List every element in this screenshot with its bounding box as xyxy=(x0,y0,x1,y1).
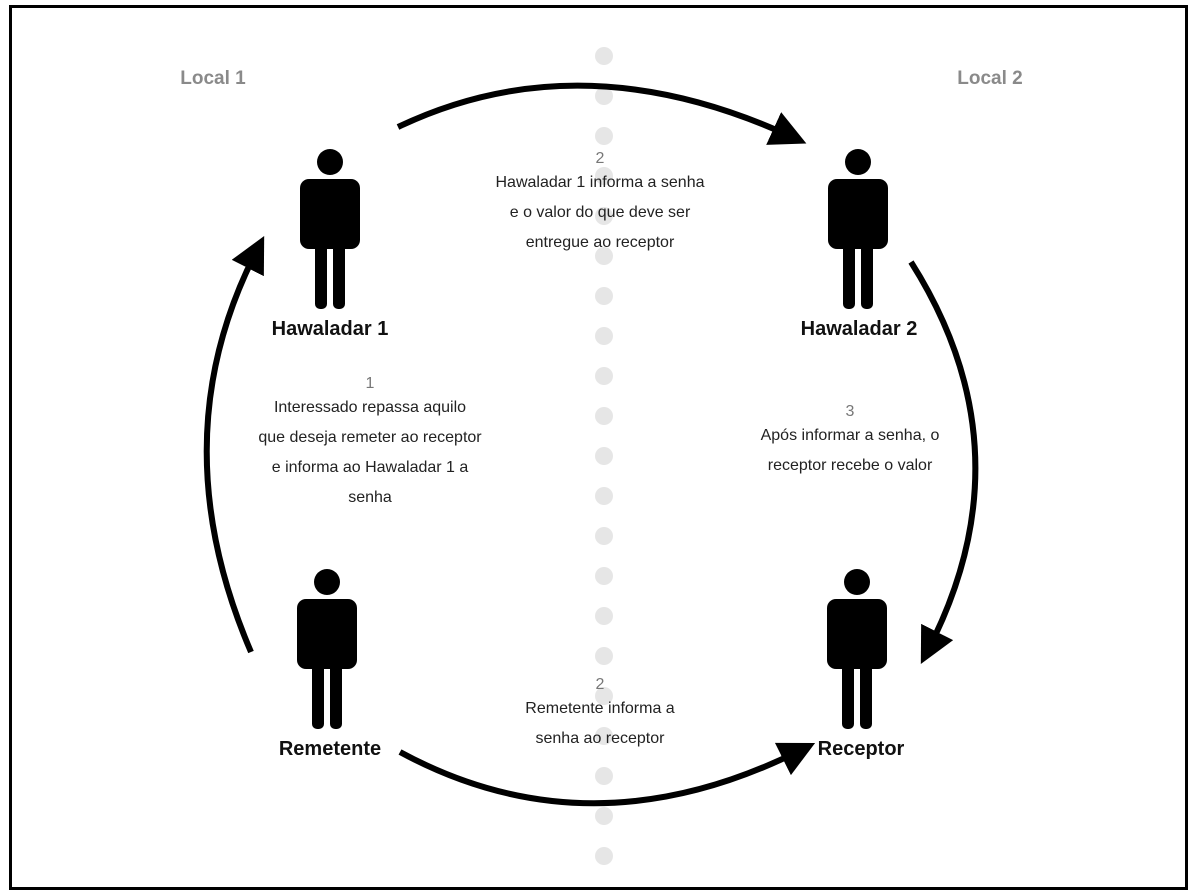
divider-dot xyxy=(595,447,613,465)
actor-label-hawaladar1: Hawaladar 1 xyxy=(271,318,389,340)
step-number: 3 xyxy=(845,403,855,420)
step-text-line: Remetente informa a xyxy=(525,700,675,717)
actor-label-remetente: Remetente xyxy=(278,738,382,760)
step-text-line: Após informar a senha, o xyxy=(760,427,940,444)
divider-dot xyxy=(595,287,613,305)
divider-dot xyxy=(595,527,613,545)
step-text-line: entregue ao receptor xyxy=(525,234,675,251)
arrow-hawaladar1-to-hawaladar2 xyxy=(396,82,807,145)
divider-dot xyxy=(595,647,613,665)
divider-dot xyxy=(595,607,613,625)
divider-dot xyxy=(595,767,613,785)
divider-dot xyxy=(595,207,613,225)
actor-label-hawaladar2: Hawaladar 2 xyxy=(800,318,918,340)
step-number: 2 xyxy=(595,676,605,693)
step-right: 3 Após informar a senha, o receptor rece… xyxy=(710,403,990,481)
divider-dot xyxy=(595,327,613,345)
divider-dot xyxy=(595,247,613,265)
step-text-line: e o valor do que deve ser xyxy=(509,204,691,221)
step-text-line: e informa ao Hawaladar 1 a xyxy=(271,459,469,476)
divider-dot xyxy=(595,87,613,105)
step-number: 1 xyxy=(365,375,375,392)
divider-dot xyxy=(595,727,613,745)
divider-dot xyxy=(595,807,613,825)
step-text-line: Interessado repassa aquilo xyxy=(273,399,467,416)
divider-dot xyxy=(595,47,613,65)
divider-dot xyxy=(595,687,613,705)
step-left: 1 Interessado repassa aquilo que deseja … xyxy=(210,375,530,513)
divider-dot xyxy=(595,127,613,145)
diagram-frame xyxy=(9,5,1188,890)
step-text-line: senha xyxy=(348,489,392,506)
step-text-line: receptor recebe o valor xyxy=(767,457,933,474)
step-number: 2 xyxy=(595,150,605,167)
actor-label-receptor: Receptor xyxy=(817,738,905,760)
step-text-line: que deseja remeter ao receptor xyxy=(258,429,482,446)
step-bottom: 2 Remetente informa a senha ao receptor xyxy=(480,676,720,754)
hawaladar2-person-icon xyxy=(828,149,888,309)
step-text-line: senha ao receptor xyxy=(535,730,665,747)
divider-dot xyxy=(595,567,613,585)
divider-dot xyxy=(595,167,613,185)
arrow-remetente-to-receptor xyxy=(398,742,816,807)
region-label-left: Local 1 xyxy=(180,68,246,89)
receptor-person-icon xyxy=(827,569,887,729)
hawaladar1-person-icon xyxy=(300,149,360,309)
step-text-line: Hawaladar 1 informa a senha xyxy=(495,174,705,191)
divider-dot xyxy=(595,487,613,505)
remetente-person-icon xyxy=(297,569,357,729)
divider-dot xyxy=(595,367,613,385)
step-top: 2 Hawaladar 1 informa a senha e o valor … xyxy=(450,150,750,258)
divider-dot xyxy=(595,407,613,425)
arrow-hawaladar2-to-receptor xyxy=(908,260,979,665)
divider-dot xyxy=(595,847,613,865)
region-label-right: Local 2 xyxy=(957,68,1023,89)
arrow-remetente-to-hawaladar1 xyxy=(203,235,265,654)
dotted-divider xyxy=(595,47,613,865)
